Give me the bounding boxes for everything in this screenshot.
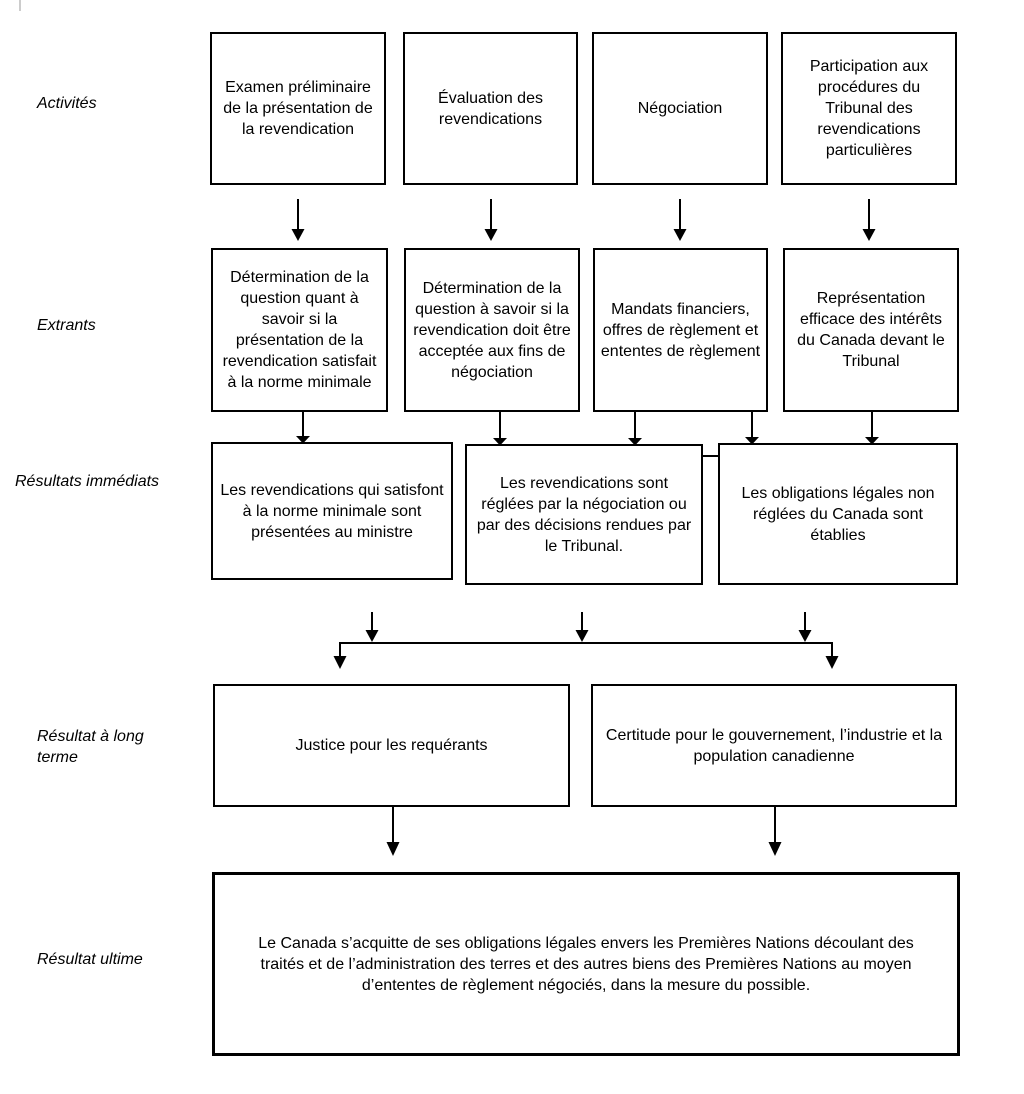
arrow-output4-to-result3 bbox=[865, 412, 879, 445]
arrow-output3-to-result2 bbox=[628, 412, 642, 446]
arrow-result2-to-bus bbox=[575, 612, 589, 642]
row-label-long-term-result: Résultat à long terme bbox=[37, 728, 144, 766]
ultimate-result-box-text: Le Canada s’acquitte de ses obligations … bbox=[258, 934, 914, 994]
output-box-4-text: Représentation efficace des intérêts du … bbox=[797, 290, 945, 370]
row-label-immediate-results: Résultats immédiats bbox=[15, 473, 160, 490]
arrow-activity4-to-output4 bbox=[862, 199, 876, 241]
row-label-outputs: Extrants bbox=[37, 317, 96, 334]
immediate-result-box-3-text: Les obligations légales non réglées du C… bbox=[741, 484, 935, 544]
output-box-4: Représentation efficace des intérêts du … bbox=[783, 248, 959, 412]
immediate-result-box-2-text: Les revendications sont réglées par la n… bbox=[476, 474, 692, 555]
arrow-output3-to-result3 bbox=[745, 412, 759, 445]
activity-box-3-text: Négociation bbox=[637, 100, 723, 117]
immediate-result-box-1: Les revendications qui satisfont à la no… bbox=[211, 442, 453, 580]
activity-box-3: Négociation bbox=[592, 32, 768, 185]
activity-box-4: Participation aux procédures du Tribunal… bbox=[781, 32, 957, 185]
arrow-longterm2-to-ultimate bbox=[768, 807, 782, 856]
activity-box-1: Examen préliminaire de la présentation d… bbox=[210, 32, 386, 185]
immediate-result-box-1-text: Les revendications qui satisfont à la no… bbox=[220, 481, 444, 541]
output-box-1: Détermination de la question quant à sav… bbox=[211, 248, 388, 412]
long-term-result-box-1-text: Justice pour les requérants bbox=[295, 737, 488, 754]
scan-artifact-line bbox=[19, 0, 21, 11]
arrow-bus-to-longterm1 bbox=[333, 642, 347, 669]
output-box-1-text: Détermination de la question quant à sav… bbox=[222, 269, 377, 391]
arrow-activity2-to-output2 bbox=[484, 199, 498, 241]
arrow-output2-to-result2 bbox=[493, 412, 507, 446]
output-box-2-text: Détermination de la question à savoir si… bbox=[413, 279, 571, 381]
immediate-result-box-3: Les obligations légales non réglées du C… bbox=[718, 443, 958, 585]
arrow-longterm1-to-ultimate bbox=[386, 807, 400, 856]
arrow-activity1-to-output1 bbox=[291, 199, 305, 241]
arrow-bus-to-longterm2 bbox=[825, 642, 839, 669]
output-box-2: Détermination de la question à savoir si… bbox=[404, 248, 580, 412]
arrow-result1-to-bus bbox=[365, 612, 379, 642]
row-label-ultimate-result: Résultat ultime bbox=[37, 951, 143, 968]
arrow-result3-to-bus bbox=[798, 612, 812, 642]
ultimate-result-box: Le Canada s’acquitte de ses obligations … bbox=[212, 872, 960, 1056]
immediate-result-box-2: Les revendications sont réglées par la n… bbox=[465, 444, 703, 585]
activity-box-1-text: Examen préliminaire de la présentation d… bbox=[223, 79, 373, 138]
arrow-output1-to-result1 bbox=[296, 412, 310, 444]
long-term-result-box-2-text: Certitude pour le gouvernement, l’indust… bbox=[605, 726, 943, 765]
arrow-activity3-to-output3 bbox=[673, 199, 687, 241]
output-box-3: Mandats financiers, offres de règlement … bbox=[593, 248, 768, 412]
activity-box-2-text: Évaluation des revendications bbox=[438, 89, 543, 128]
activity-box-4-text: Participation aux procédures du Tribunal… bbox=[809, 58, 929, 159]
activity-box-2: Évaluation des revendications bbox=[403, 32, 578, 185]
row-label-activities: Activités bbox=[37, 95, 97, 112]
output-box-3-text: Mandats financiers, offres de règlement … bbox=[600, 300, 761, 360]
long-term-result-box-1: Justice pour les requérants bbox=[213, 684, 570, 807]
long-term-result-box-2: Certitude pour le gouvernement, l’indust… bbox=[591, 684, 957, 807]
